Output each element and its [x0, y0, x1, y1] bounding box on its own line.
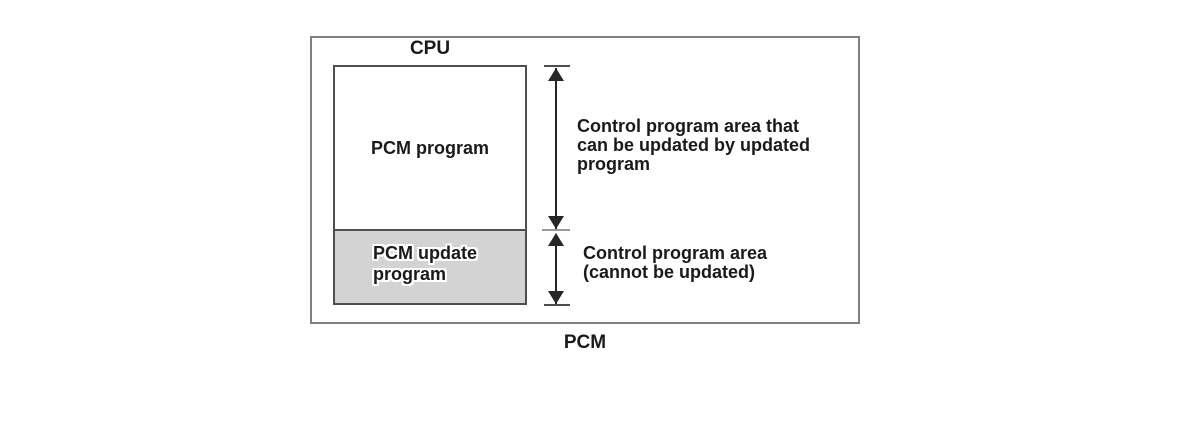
dimension-line	[555, 234, 557, 304]
dimension-line	[555, 68, 557, 230]
cpu-label: CPU	[409, 38, 451, 59]
arrowhead-down-icon	[548, 216, 564, 229]
pcm-program-label: PCM program	[370, 137, 489, 158]
annotation-line: program	[577, 154, 651, 174]
annotation-line: (cannot be updated)	[583, 262, 755, 282]
pcm-update-program-label-line2: program	[373, 264, 447, 284]
annotation-line: can be updated by updated	[577, 135, 811, 155]
pcm-update-program-segment: PCM update program	[335, 229, 525, 303]
mid-tick	[542, 229, 570, 231]
pcm-label: PCM	[563, 332, 607, 353]
extent-bar-top	[544, 65, 570, 67]
annotation-updatable-area: Control program area that can be updated…	[577, 117, 810, 174]
memory-box: PCM program PCM update program	[333, 65, 527, 305]
annotation-fixed-area: Control program area (cannot be updated)	[583, 244, 767, 282]
pcm-update-program-label-line1: PCM update	[373, 243, 478, 263]
annotation-line: Control program area that	[577, 116, 800, 136]
pcm-program-segment: PCM program	[335, 67, 525, 229]
annotation-line: Control program area	[583, 243, 768, 263]
extent-bar-bottom	[544, 304, 570, 306]
arrowhead-down-icon	[548, 291, 564, 304]
